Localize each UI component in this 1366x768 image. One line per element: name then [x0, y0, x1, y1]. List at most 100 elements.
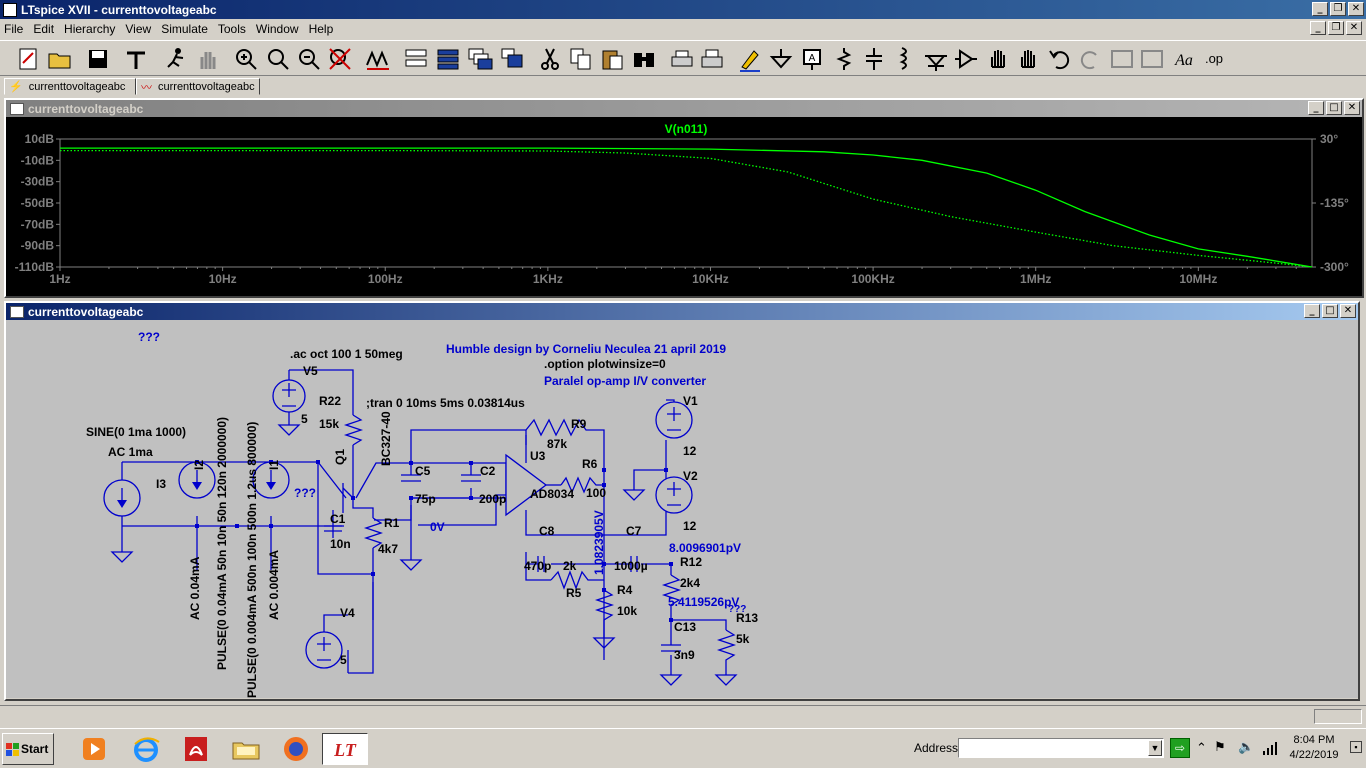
mirror-icon[interactable]	[1138, 45, 1166, 73]
menu-help[interactable]: Help	[308, 21, 334, 36]
resistor-icon[interactable]	[830, 45, 858, 73]
document-tabs: ⚡currenttovoltageabc 〰currenttovoltageab…	[0, 78, 1366, 95]
menu-view[interactable]: View	[125, 21, 152, 36]
acrobat-reader-icon[interactable]	[176, 733, 216, 765]
plot-minimize-button[interactable]: _	[1308, 101, 1324, 115]
mdi-minimize-button[interactable]: _	[1310, 21, 1326, 35]
menu-tools[interactable]: Tools	[217, 21, 246, 36]
tab-schematic[interactable]: ⚡currenttovoltageabc	[4, 78, 136, 95]
menu-window[interactable]: Window	[255, 21, 299, 36]
zoom-out-icon[interactable]	[295, 45, 323, 73]
clock-date: 4/22/2019	[1289, 749, 1339, 761]
i1-pulse-label: PULSE(0 0.004mA 500n 100n 500n 1.2us 800…	[245, 422, 259, 698]
system-clock[interactable]: 8:04 PM 4/22/2019	[1284, 733, 1344, 763]
schem-minimize-button[interactable]: _	[1304, 304, 1320, 318]
internet-explorer-icon[interactable]	[126, 733, 166, 765]
mdi-close-button[interactable]: ✕	[1346, 21, 1362, 35]
copy-icon[interactable]	[567, 45, 595, 73]
zoom-fit-icon[interactable]	[326, 45, 354, 73]
i1-label: I1	[267, 460, 281, 470]
show-hidden-icons-icon[interactable]: ⌃	[1196, 740, 1207, 755]
paste-icon[interactable]	[598, 45, 626, 73]
menu-file[interactable]: File	[4, 21, 24, 36]
r9-value: 87k	[547, 437, 567, 451]
drag-hand-icon[interactable]	[1014, 45, 1042, 73]
r6-label: R6	[582, 457, 598, 471]
schematic-canvas[interactable]: .ac oct 100 1 50meg ;tran 0 10ms 5ms 0.0…	[6, 320, 1358, 698]
minimize-button[interactable]: _	[1312, 2, 1328, 16]
schem-close-button[interactable]: ✕	[1340, 304, 1356, 318]
plot-close-button[interactable]: ✕	[1344, 101, 1360, 115]
save-icon[interactable]	[84, 45, 112, 73]
new-schematic-icon[interactable]	[14, 45, 42, 73]
print-setup-icon[interactable]	[668, 45, 696, 73]
i3-label: I3	[156, 477, 166, 491]
menu-bar: File Edit Hierarchy View Simulate Tools …	[0, 19, 1366, 38]
annotation-labels: ??? ??? Humble design by Corneliu Necule…	[138, 330, 746, 615]
mdi-restore-button[interactable]: ❐	[1328, 21, 1344, 35]
diode-icon[interactable]	[922, 45, 950, 73]
r5-value: 2k	[563, 559, 577, 573]
start-button[interactable]: Start	[2, 733, 54, 765]
firefox-icon[interactable]	[276, 733, 316, 765]
find-icon[interactable]	[630, 45, 658, 73]
spice-directive-icon[interactable]: .op	[1200, 45, 1228, 73]
rotate-icon[interactable]	[1108, 45, 1136, 73]
zoom-pan-icon[interactable]	[264, 45, 292, 73]
schem-maximize-button[interactable]: □	[1322, 304, 1338, 318]
autorange-icon[interactable]	[364, 45, 392, 73]
circuit-diagram[interactable]: .ac oct 100 1 50meg ;tran 0 10ms 5ms 0.0…	[6, 320, 1358, 698]
label-net-icon[interactable]: A	[798, 45, 826, 73]
media-player-icon[interactable]	[74, 733, 114, 765]
draw-wire-icon[interactable]	[736, 45, 764, 73]
undo-icon[interactable]	[1046, 45, 1074, 73]
capacitor-icon[interactable]	[860, 45, 888, 73]
address-dropdown-button[interactable]: ▼	[1148, 740, 1162, 756]
tab-waveform[interactable]: 〰currenttovoltageabc	[136, 78, 260, 95]
r9-label: R9	[571, 417, 587, 431]
tile-icon[interactable]	[402, 45, 430, 73]
menu-hierarchy[interactable]: Hierarchy	[64, 21, 116, 36]
file-explorer-icon[interactable]	[226, 733, 266, 765]
schematic-window-title: currenttovoltageabc	[28, 304, 144, 319]
q1-label: Q1	[333, 449, 347, 465]
open-folder-icon[interactable]	[46, 45, 74, 73]
node-voltage-0v: 0V	[430, 520, 445, 534]
run-icon[interactable]	[162, 45, 190, 73]
control-panel-icon[interactable]	[122, 45, 150, 73]
cascade-icon[interactable]	[466, 45, 494, 73]
y-tick-label: -110dB	[15, 260, 55, 274]
menu-edit[interactable]: Edit	[33, 21, 55, 36]
address-input[interactable]	[958, 738, 1164, 758]
option-directive: .option plotwinsize=0	[544, 357, 666, 371]
restore-button[interactable]: ❐	[1330, 2, 1346, 16]
zoom-in-icon[interactable]	[232, 45, 260, 73]
halt-icon[interactable]	[194, 45, 222, 73]
move-hand-icon[interactable]	[984, 45, 1012, 73]
menu-simulate[interactable]: Simulate	[161, 21, 208, 36]
close-all-icon[interactable]	[498, 45, 526, 73]
c13-value: 3n9	[674, 648, 695, 662]
volume-icon[interactable]: 🔈	[1238, 739, 1255, 754]
notification-icon[interactable]: ▪	[1350, 741, 1362, 753]
text-icon[interactable]: Aa	[1170, 45, 1198, 73]
go-arrow-icon[interactable]: ⇨	[1170, 738, 1190, 758]
ground-icon[interactable]	[767, 45, 795, 73]
network-flag-icon[interactable]: ⚑	[1214, 739, 1226, 754]
trace-title: V(n011)	[665, 122, 708, 136]
clock-time: 8:04 PM	[1293, 734, 1335, 746]
inductor-icon[interactable]	[890, 45, 918, 73]
ltspice-taskbar-icon[interactable]: LT	[322, 733, 368, 765]
i2-ac-label: AC 0.04mA	[188, 556, 202, 620]
cut-icon[interactable]	[536, 45, 564, 73]
print-icon[interactable]	[698, 45, 726, 73]
tile-horizontal-icon[interactable]	[434, 45, 462, 73]
close-button[interactable]: ✕	[1348, 2, 1364, 16]
signal-bars-icon[interactable]	[1262, 741, 1278, 758]
redo-icon[interactable]	[1076, 45, 1104, 73]
plot-maximize-button[interactable]: □	[1326, 101, 1342, 115]
u3-model: AD8034	[530, 487, 574, 501]
component-icon[interactable]	[952, 45, 980, 73]
